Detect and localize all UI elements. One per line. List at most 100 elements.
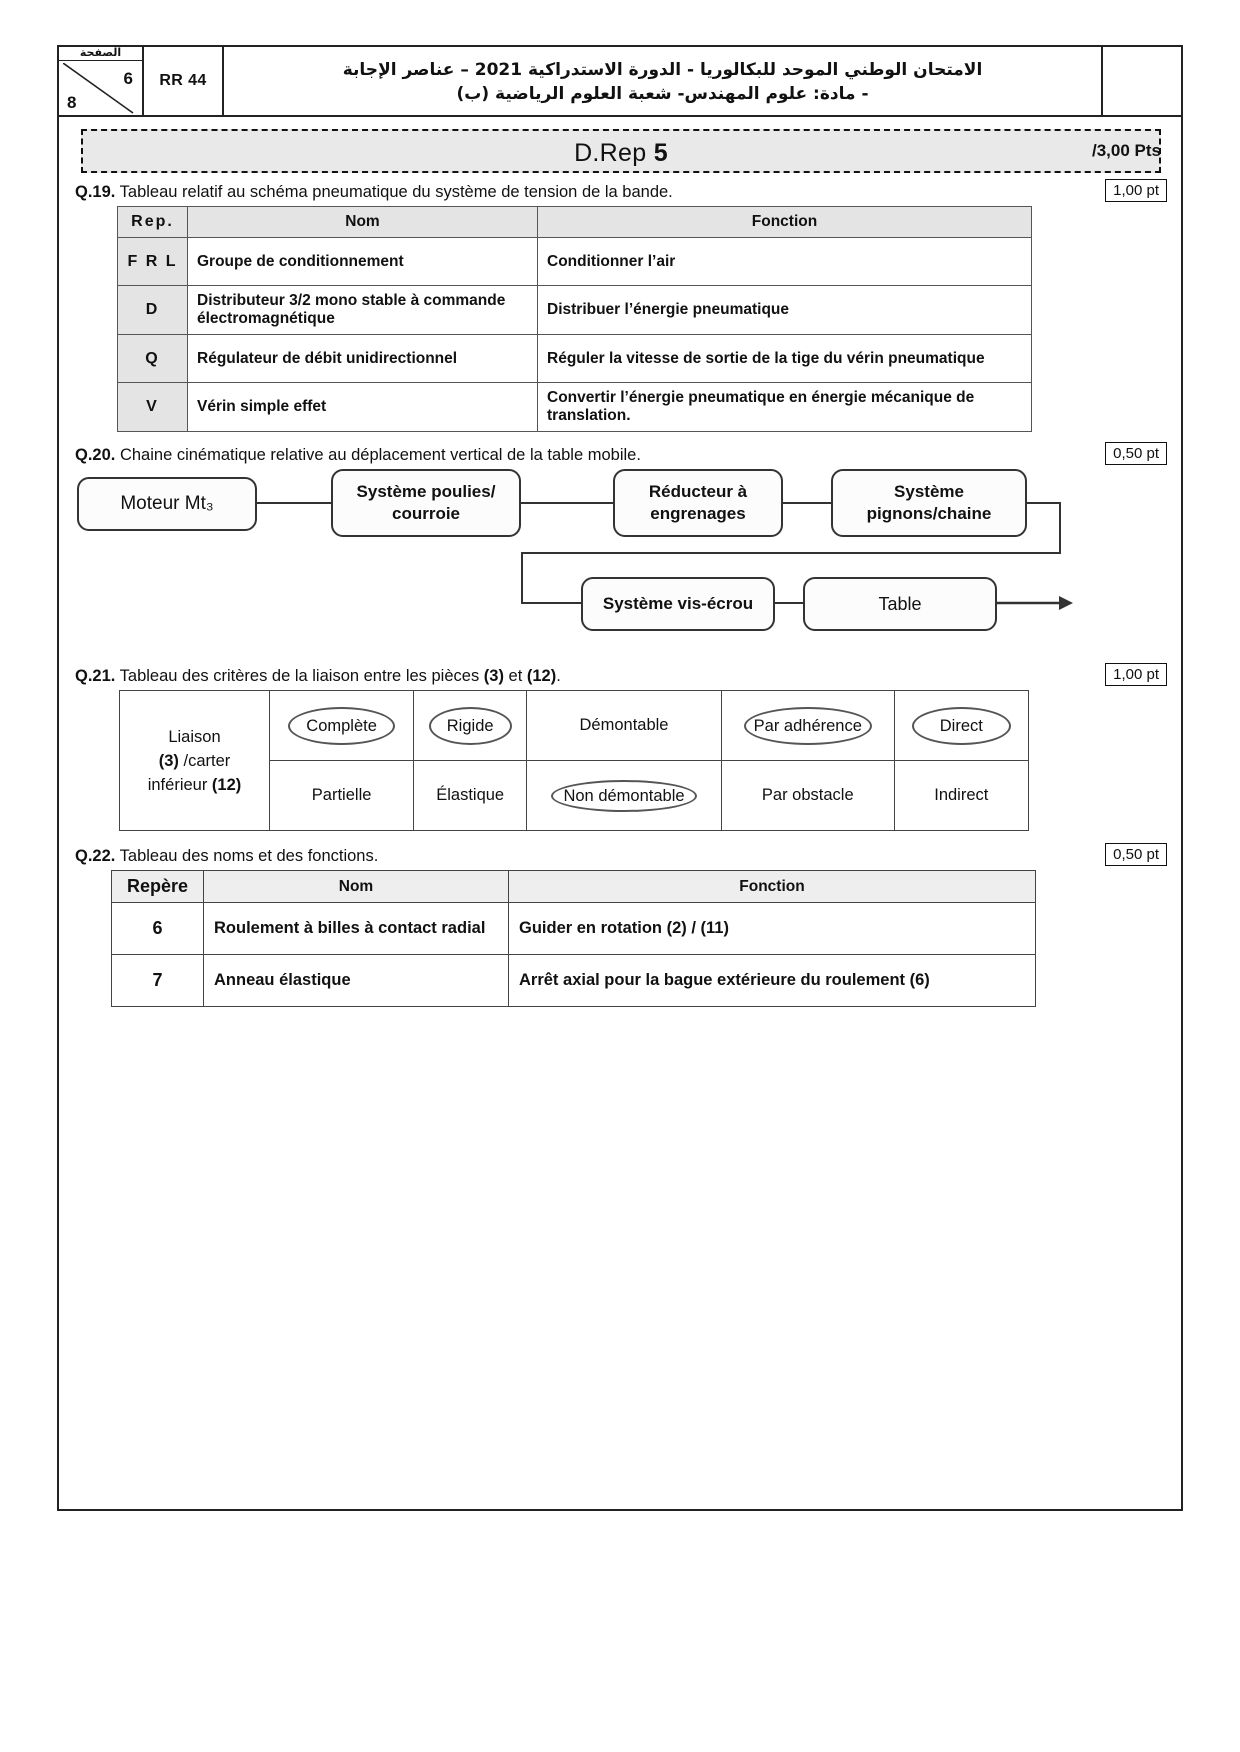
q21-cell-rigide[interactable]: Rigide xyxy=(413,690,528,761)
table-row: V Vérin simple effet Convertir l’énergie… xyxy=(117,382,1032,432)
q21-text-mid: et xyxy=(503,667,527,685)
q21-label-line2: (3) /carter xyxy=(121,749,268,773)
exam-page-frame: الصفحة 6 8 RR 44 الامتحان الوطني الموحد … xyxy=(57,45,1183,1511)
q22-points-badge: 0,50 pt xyxy=(1105,843,1167,866)
q19-row1-fonction: Distribuer l’énergie pneumatique xyxy=(537,285,1032,335)
drep-band: D.Rep 5 /3,00 Pts xyxy=(81,129,1161,173)
q22-row1-nom: Anneau élastique xyxy=(203,954,509,1007)
q20-number: Q.20. xyxy=(75,446,116,464)
q19-table: Rep. Nom Fonction F R L Groupe de condit… xyxy=(117,206,1032,432)
q21-cell-non-demontable[interactable]: Non démontable xyxy=(526,760,722,831)
q19-text: Tableau relatif au schéma pneumatique du… xyxy=(119,183,673,201)
chain-box-poulies-courroie: Système poulies/ courroie xyxy=(331,469,521,537)
q19-points-badge: 1,00 pt xyxy=(1105,179,1167,202)
drep-points: /3,00 Pts xyxy=(1092,141,1161,160)
q21-heading: Q.21. Tableau des critères de la liaison… xyxy=(75,663,1181,686)
q19-row0-nom: Groupe de conditionnement xyxy=(187,237,538,286)
table-row: 6 Roulement à billes à contact radial Gu… xyxy=(111,902,1036,955)
q19-header-rep: Rep. xyxy=(117,206,188,238)
q19-header-nom: Nom xyxy=(187,206,538,238)
chain-link-7 xyxy=(521,552,524,604)
q22-row1-repere: 7 xyxy=(111,954,204,1007)
chain-link-1 xyxy=(257,502,331,505)
chain-link-6 xyxy=(521,552,1061,555)
chain-box-reducteur: Réducteur à engrenages xyxy=(613,469,783,537)
q21-points-badge: 1,00 pt xyxy=(1105,663,1167,686)
q21-option-indirect: Indirect xyxy=(934,786,989,804)
q19-heading: Q.19. Tableau relatif au schéma pneumati… xyxy=(75,179,1181,202)
q22-header-fonction: Fonction xyxy=(508,870,1036,903)
q19-header-fonction: Fonction xyxy=(537,206,1032,238)
q21-cell-demontable[interactable]: Démontable xyxy=(526,690,722,761)
q21-row-label: Liaison (3) /carter inférieur (12) xyxy=(119,690,270,831)
q21-number: Q.21. xyxy=(75,667,116,685)
chain-link-4 xyxy=(1025,502,1061,505)
exam-title: الامتحان الوطني الموحد للبكالوريا - الدو… xyxy=(224,47,1101,117)
q21-option-direct: Direct xyxy=(911,706,1011,745)
exam-title-line2: - مادة: علوم المهندس- شعبة العلوم الرياض… xyxy=(456,84,869,104)
q21-cell-par-adherence[interactable]: Par adhérence xyxy=(720,690,895,761)
page-number-cell: الصفحة 6 8 xyxy=(59,46,144,117)
table-row: D Distributeur 3/2 mono stable à command… xyxy=(117,285,1032,335)
q21-cell-complete[interactable]: Complète xyxy=(268,690,415,761)
q21-cell-par-obstacle[interactable]: Par obstacle xyxy=(720,760,895,831)
drep-title: D.Rep 5 xyxy=(83,139,1159,168)
chain-box-pignons-chaine: Système pignons/chaine xyxy=(831,469,1027,537)
q22-header-nom: Nom xyxy=(203,870,509,903)
q22-row0-repere: 6 xyxy=(111,902,204,955)
table-row: Liaison (3) /carter inférieur (12) Compl… xyxy=(119,690,1030,831)
q19-row3-fonction: Convertir l’énergie pneumatique en énerg… xyxy=(537,382,1032,432)
table-row: Partielle Élastique Non démontable Par o… xyxy=(120,760,1030,831)
q19-row1-nom: Distributeur 3/2 mono stable à commande … xyxy=(187,285,538,335)
q22-header-repere: Repère xyxy=(111,870,204,903)
q22-text: Tableau des noms et des fonctions. xyxy=(119,847,379,865)
q21-option-rigide: Rigide xyxy=(428,706,512,745)
chain-link-9 xyxy=(775,602,803,605)
q21-option-elastique: Élastique xyxy=(436,786,505,804)
q21-cell-indirect[interactable]: Indirect xyxy=(893,760,1030,831)
table-row: F R L Groupe de conditionnement Conditio… xyxy=(117,237,1032,286)
chain-box-vis-ecrou: Système vis-écrou xyxy=(581,577,775,631)
q21-option-demontable: Démontable xyxy=(579,716,669,734)
chain-link-5 xyxy=(1059,502,1062,554)
q21-label-line3: inférieur (12) xyxy=(121,773,268,797)
q21-label-carter: /carter xyxy=(178,751,231,770)
table-row: 7 Anneau élastique Arrêt axial pour la b… xyxy=(111,954,1036,1007)
q21-option-non-demontable: Non démontable xyxy=(551,779,697,812)
q21-cell-elastique[interactable]: Élastique xyxy=(413,760,528,831)
q20-heading: Q.20. Chaine cinématique relative au dép… xyxy=(75,442,1181,465)
drep-title-prefix: D.Rep xyxy=(574,139,654,167)
q19-row2-rep: Q xyxy=(117,334,188,383)
q21-cell-partielle[interactable]: Partielle xyxy=(268,760,415,831)
total-page-number: 8 xyxy=(67,93,77,112)
q22-row1-fonction: Arrêt axial pour la bague extérieure du … xyxy=(508,954,1036,1007)
q19-row0-rep: F R L xyxy=(117,237,188,286)
exam-title-line1: الامتحان الوطني الموحد للبكالوريا - الدو… xyxy=(342,60,983,80)
drep-title-number: 5 xyxy=(653,139,668,167)
exam-code: RR 44 xyxy=(144,47,224,117)
page-header: الصفحة 6 8 RR 44 الامتحان الوطني الموحد … xyxy=(59,46,1181,117)
chain-output-arrow-icon xyxy=(997,596,1073,610)
q20-kinematic-chain-diagram: Moteur Mt₃ Système poulies/ courroie Réd… xyxy=(59,469,1181,659)
chain-box-table: Table xyxy=(803,577,997,631)
q19-row2-nom: Régulateur de débit unidirectionnel xyxy=(187,334,538,383)
q21-cell-direct[interactable]: Direct xyxy=(893,690,1030,761)
q21-text-end: . xyxy=(556,667,561,685)
q21-label-inferieur: inférieur xyxy=(147,775,212,794)
q21-label-line1: Liaison xyxy=(168,727,221,746)
table-row: Q Régulateur de débit unidirectionnel Ré… xyxy=(117,334,1032,383)
q19-number: Q.19. xyxy=(75,183,116,201)
q22-heading: Q.22. Tableau des noms et des fonctions.… xyxy=(75,843,1181,866)
q22-row0-fonction: Guider en rotation (2) / (11) xyxy=(508,902,1036,955)
q19-row3-rep: V xyxy=(117,382,188,432)
q19-row3-nom: Vérin simple effet xyxy=(187,382,538,432)
q19-row1-rep: D xyxy=(117,285,188,335)
q20-text: Chaine cinématique relative au déplaceme… xyxy=(119,446,641,464)
q21-piece-a: (3) xyxy=(483,667,504,685)
q21-label-piece3: (3) xyxy=(158,751,179,770)
page-label: الصفحة xyxy=(59,46,142,61)
page-content: D.Rep 5 /3,00 Pts Q.19. Tableau relatif … xyxy=(59,117,1181,1007)
q22-table: Repère Nom Fonction 6 Roulement à billes… xyxy=(111,870,1036,1007)
q21-label-piece12: (12) xyxy=(211,775,242,794)
q21-option-par-adherence: Par adhérence xyxy=(743,706,872,745)
